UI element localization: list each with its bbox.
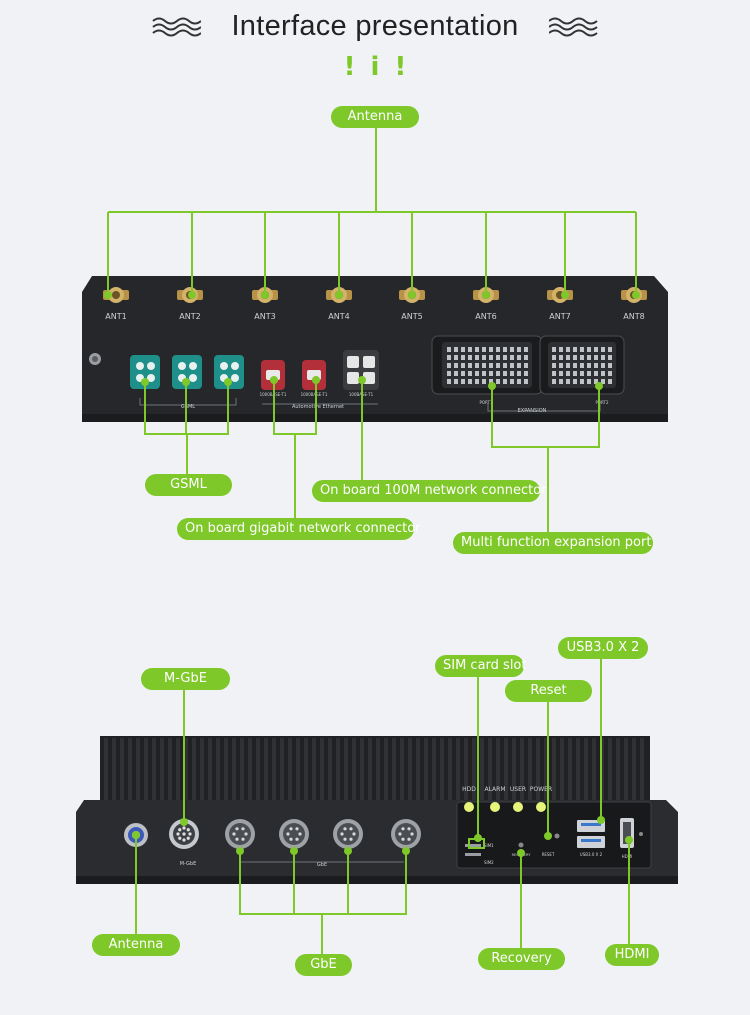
usb-print: USB3.0 X 2	[580, 852, 603, 857]
expansion-port-1	[431, 335, 543, 395]
gbe-connector-4	[391, 819, 421, 849]
reset-print: RESET	[542, 852, 555, 857]
gigabit-connector-2	[302, 360, 326, 390]
gsml-callout: GSML	[145, 474, 232, 496]
antenna-port-label: ANT1	[105, 312, 126, 321]
antenna-port-label: ANT4	[328, 312, 349, 321]
left-wave-icon	[152, 17, 202, 37]
recovery-callout: Recovery	[478, 948, 565, 970]
mgbe-connector	[169, 819, 199, 849]
recovery-button	[518, 842, 524, 848]
gbe-connector-2	[279, 819, 309, 849]
alarm-led	[490, 802, 500, 812]
reset-callout: Reset	[505, 680, 592, 702]
sim-slot-2	[465, 853, 481, 856]
bottom-leader-lines	[135, 659, 630, 954]
sim-slot-1	[465, 844, 481, 847]
sim-slot-callout: SIM card slot	[435, 655, 526, 677]
gbe-callout: GbE	[295, 954, 352, 976]
auto-eth-print: Automotive Ethernet	[292, 404, 344, 410]
antenna-callout-bottom: Antenna	[92, 934, 180, 956]
gbe-print: GbE	[317, 862, 327, 868]
led-label-hdd: HDD	[462, 786, 476, 793]
antenna-port-label: ANT8	[623, 312, 644, 321]
onboard-100m-connector	[343, 350, 379, 390]
expansion-print: EXPANSION	[518, 408, 547, 414]
gbe-connector-1	[225, 819, 255, 849]
sim2-print: SIM2	[484, 860, 494, 865]
power-led	[536, 802, 546, 812]
title-marks: ! i !	[343, 52, 407, 82]
expansion-port-2	[539, 335, 625, 395]
gigabit-print-2: 1000BASE-T1	[301, 392, 328, 397]
antenna-port-label: ANT2	[179, 312, 200, 321]
port2-print: PORT2	[595, 400, 608, 405]
onboard-100m-callout: On board 100M network connector	[312, 480, 546, 502]
antenna-port-label: ANT5	[401, 312, 422, 321]
sim1-print: SIM1	[484, 843, 494, 848]
bottom-leader-dots	[132, 816, 633, 857]
page-header: Interface presentation	[0, 10, 750, 43]
antenna-callout-top: Antenna	[331, 106, 419, 128]
gbe-connector-3	[333, 819, 363, 849]
mgbe-callout: M-GbE	[141, 668, 230, 690]
hdmi-callout: HDMI	[605, 944, 659, 966]
mgbe-print: M-GbE	[180, 861, 197, 867]
led-label-alarm: ALARM	[484, 786, 505, 793]
gsml-connector-2	[172, 355, 202, 389]
reset-button	[554, 833, 560, 839]
user-led	[513, 802, 523, 812]
expansion-port-callout: Multi function expansion port	[453, 532, 653, 554]
onboard-gigabit-callout: On board gigabit network connector	[177, 518, 421, 540]
gsml-print: GSML	[181, 404, 195, 410]
page-title: Interface presentation	[231, 10, 519, 42]
antenna-port-label: ANT7	[549, 312, 570, 321]
usb-callout: USB3.0 X 2	[558, 637, 648, 659]
led-label-user: USER	[510, 786, 526, 793]
led-label-power: POWER	[530, 786, 552, 793]
port1-print: PORT1	[479, 400, 492, 405]
hdmi-print: HDMI	[622, 854, 633, 859]
bottom-device: HDD ALARM USER POWER SIM1 SIM2 RECOVERY …	[76, 736, 678, 884]
hdd-led	[464, 802, 474, 812]
antenna-port-label: ANT6	[475, 312, 496, 321]
right-wave-icon	[548, 17, 598, 37]
top-leader-dots	[104, 291, 640, 390]
top-leader-lines	[107, 128, 637, 532]
antenna-port-label: ANT3	[254, 312, 275, 321]
